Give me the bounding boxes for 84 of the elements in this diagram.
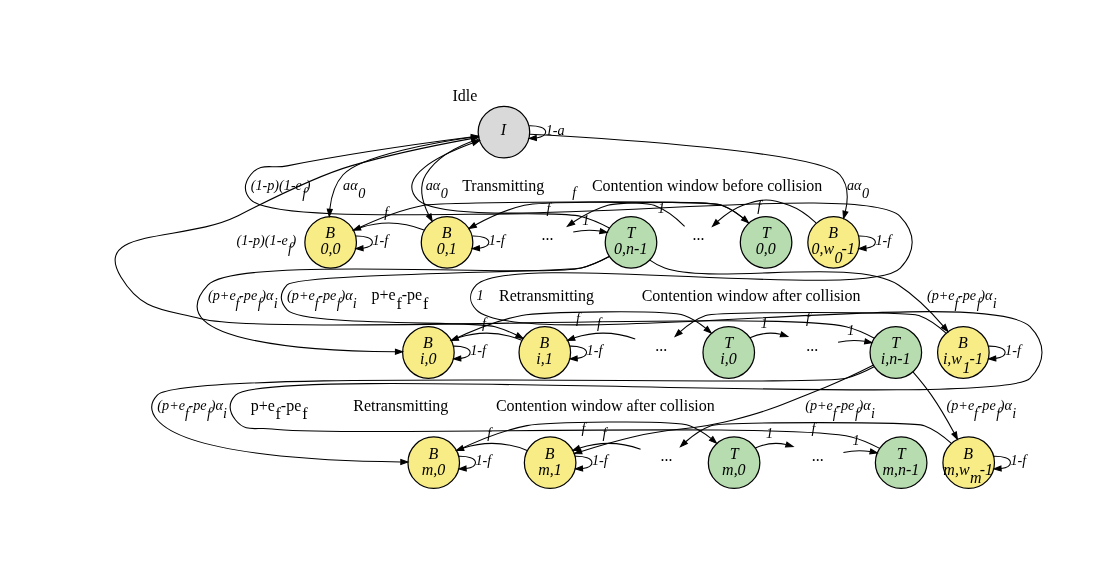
label: Retransmitting — [499, 286, 595, 304]
edge-label: 1-f — [1010, 451, 1027, 468]
node-circle: B 0,0 — [304, 215, 358, 269]
edge-label: 1-f — [475, 451, 492, 468]
edge-label: f — [487, 424, 492, 441]
arrow — [457, 455, 477, 472]
arrow — [992, 455, 1011, 472]
edge-label: 1-f — [488, 231, 505, 248]
arrow — [529, 133, 849, 220]
arrow — [572, 227, 609, 234]
edge-label: 1 — [765, 424, 774, 441]
arrow — [679, 421, 952, 448]
arrow — [912, 370, 959, 441]
arrow — [456, 420, 718, 451]
arrow — [649, 259, 949, 333]
node-text: ··· — [692, 230, 705, 248]
edge-label: 1 — [582, 211, 590, 228]
edge-label: 1-f — [586, 341, 603, 358]
arrow — [351, 221, 425, 231]
arrow — [568, 345, 588, 362]
edge-label: 1 — [760, 314, 768, 331]
arrow — [857, 234, 876, 251]
node-circle: T 0,n-1 — [604, 215, 658, 269]
edge-label: f — [546, 199, 551, 216]
arrow — [229, 139, 1043, 449]
label: Transmitting — [462, 176, 545, 194]
node-circle: B m,1 — [523, 435, 577, 489]
arrow — [353, 200, 750, 231]
arrow — [711, 199, 817, 227]
arrow — [673, 311, 947, 338]
arrow — [987, 345, 1006, 362]
arrow — [527, 124, 547, 141]
arrow — [280, 255, 610, 339]
arrow — [470, 234, 490, 251]
edge-label: f — [572, 183, 577, 200]
edge-label: 1 — [847, 321, 855, 338]
label: Retransmitting — [353, 396, 449, 414]
node-text: ··· — [806, 341, 819, 358]
label: Contention window before collision — [591, 176, 823, 194]
label: Contention window after collision — [495, 396, 715, 414]
node-text: ··· — [541, 230, 554, 248]
arrow — [450, 310, 713, 341]
arrow — [566, 201, 750, 227]
edge-label: 1 — [657, 199, 665, 216]
arrow — [454, 442, 528, 451]
arrow — [754, 440, 795, 449]
arrow — [573, 455, 593, 472]
arrow — [197, 255, 610, 355]
label: Contention window after collision — [641, 286, 861, 304]
arrow — [354, 234, 373, 251]
node-text: ··· — [660, 451, 673, 469]
edge-label: 1-f — [372, 231, 389, 248]
node-circle: B i,0 — [402, 325, 455, 379]
edge-label: 1 — [476, 286, 484, 303]
arrow — [467, 201, 686, 229]
edge-label: f — [581, 419, 586, 436]
node-circle: T i,n-1 — [869, 325, 923, 379]
arrow — [837, 337, 874, 344]
arrow — [421, 137, 480, 223]
edge-label: 1-f — [1005, 341, 1021, 358]
node-circle: T m,n-1 — [874, 435, 928, 489]
arrow — [151, 365, 875, 465]
node-text: ··· — [811, 451, 824, 469]
arrow — [749, 330, 790, 338]
edge-label: 1 — [852, 431, 860, 448]
edge-label: f — [597, 314, 602, 331]
edge-label: 1-f — [470, 341, 486, 358]
node-circle: B i,1 — [518, 325, 572, 379]
edge-label: 1-f — [875, 231, 892, 248]
node-label: Idle — [452, 86, 478, 104]
edge-label: 1-a — [545, 121, 565, 138]
arrow — [449, 332, 523, 341]
edge-label: f — [576, 309, 581, 326]
arrow — [571, 442, 642, 451]
edge-label: f — [384, 203, 389, 220]
node-circle: B m,0 — [407, 435, 461, 489]
node-text: ··· — [655, 341, 667, 358]
edge-label: f — [602, 424, 607, 441]
node-circle: B 0,1 — [420, 215, 474, 269]
edge-label: 1-f — [591, 451, 608, 468]
arrow — [842, 447, 879, 455]
arrow — [452, 345, 471, 362]
arrow — [566, 332, 636, 341]
node-circle: I — [477, 105, 531, 158]
